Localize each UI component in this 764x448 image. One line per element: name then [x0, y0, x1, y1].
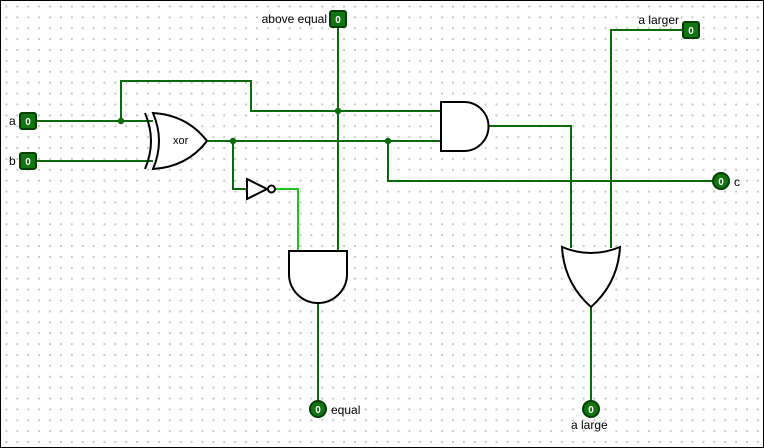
not-bubble-icon	[267, 184, 276, 194]
and-gate-top[interactable]	[440, 101, 490, 152]
pin-box	[19, 112, 37, 130]
gates	[144, 101, 622, 309]
wire-xor-to-c[interactable]	[387, 141, 713, 182]
and-top-body	[440, 101, 490, 152]
wire-not-out-to-and-bottom[interactable]	[275, 188, 299, 251]
wire-a-branch-to-and[interactable]	[120, 80, 441, 121]
pin-circle	[712, 172, 730, 190]
or-gate[interactable]	[560, 245, 622, 309]
wire-and-out-to-or[interactable]	[489, 125, 572, 248]
wire-junction	[229, 137, 237, 145]
pin-circle	[582, 400, 600, 418]
output-pin-a-large[interactable]: 0	[582, 400, 600, 418]
label-a: a	[9, 114, 16, 128]
pin-above-equal[interactable]: 0	[329, 10, 347, 28]
label-b: b	[9, 154, 16, 168]
wires-high	[275, 188, 299, 251]
label-xor-gate: xor	[173, 135, 189, 147]
pin-box	[682, 21, 700, 39]
pin-value: 0	[315, 405, 321, 416]
wire-xor-to-not[interactable]	[232, 141, 247, 190]
and-gate-bottom[interactable]	[288, 250, 348, 304]
labels: a b above equal a larger c equal a large…	[9, 12, 740, 432]
label-c: c	[734, 175, 740, 189]
pin-value: 0	[25, 117, 31, 128]
xor-body	[151, 111, 209, 171]
pin-value: 0	[335, 15, 341, 26]
wire-junction	[384, 137, 392, 145]
label-equal: equal	[331, 403, 360, 417]
pin-box	[19, 152, 37, 170]
wire-junction	[117, 117, 125, 125]
pin-value: 0	[25, 157, 31, 168]
xor-gate[interactable]	[144, 111, 209, 171]
or-body	[560, 245, 622, 309]
label-a-large: a large	[571, 418, 608, 432]
pin-value: 0	[718, 177, 724, 188]
input-pin-b[interactable]: 0	[19, 152, 37, 170]
pin-box	[329, 10, 347, 28]
not-gate[interactable]	[246, 177, 276, 201]
pin-value: 0	[588, 405, 594, 416]
label-a-larger: a larger	[638, 13, 679, 27]
pin-circle	[309, 400, 327, 418]
and-bottom-body	[288, 250, 348, 304]
input-pin-a[interactable]: 0	[19, 112, 37, 130]
wires-low	[35, 27, 713, 401]
label-above-equal: above equal	[262, 12, 327, 26]
output-pin-c[interactable]: 0	[712, 172, 730, 190]
pin-value: 0	[688, 26, 694, 37]
wire-a-larger-to-or[interactable]	[610, 29, 683, 248]
wire-junctions	[117, 107, 392, 145]
not-triangle	[246, 177, 270, 201]
wire-junction	[334, 107, 342, 115]
pin-a-larger[interactable]: 0	[682, 21, 700, 39]
xor-back-arc	[144, 112, 152, 170]
output-pin-equal[interactable]: 0	[309, 400, 327, 418]
